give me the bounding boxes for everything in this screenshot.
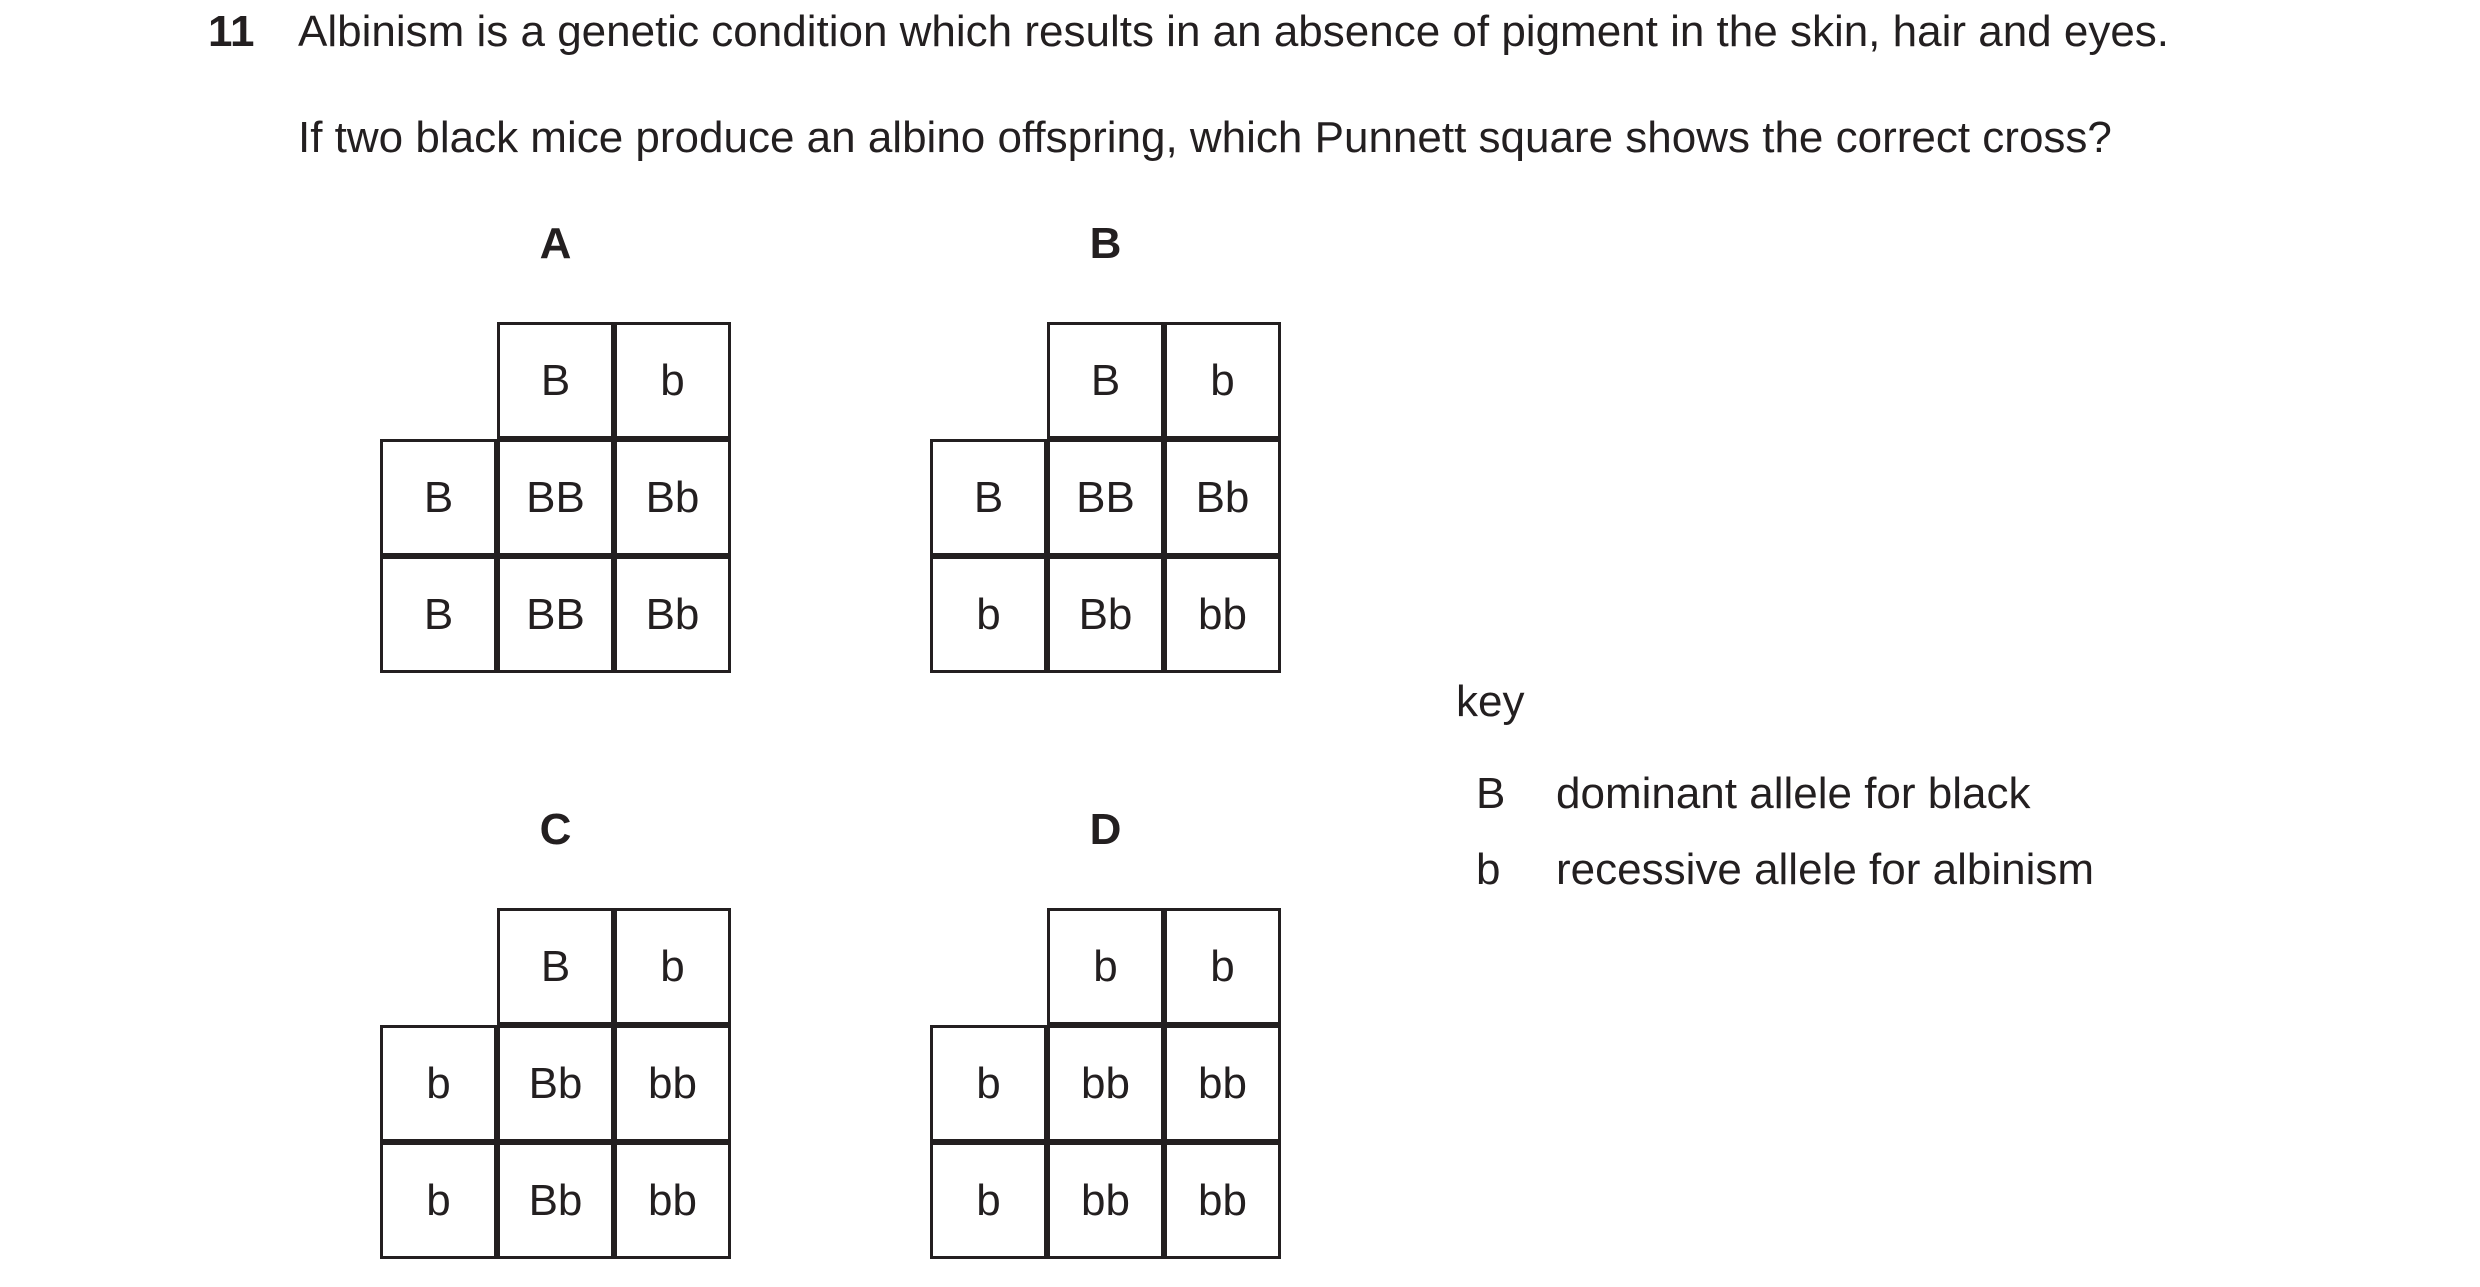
offspring-cell: Bb: [497, 1025, 614, 1142]
row-header-1: b: [930, 1025, 1047, 1142]
offspring-cell: BB: [497, 439, 614, 556]
punnett-square-c[interactable]: B b b b Bb bb Bb bb: [380, 908, 731, 1259]
option-c-label[interactable]: C: [539, 805, 572, 854]
row-header-2: b: [930, 556, 1047, 673]
offspring-cell: BB: [497, 556, 614, 673]
key-title: key: [1456, 677, 1525, 726]
offspring-cell: BB: [1047, 439, 1164, 556]
punnett-square-a[interactable]: B b B B BB Bb BB Bb: [380, 322, 731, 673]
col-header-2: b: [1164, 322, 1281, 439]
offspring-cell: bb: [614, 1025, 731, 1142]
question-number: 11: [208, 7, 255, 56]
option-d-label[interactable]: D: [1089, 805, 1122, 854]
punnett-square-b[interactable]: B b B b BB Bb Bb bb: [930, 322, 1281, 673]
key-meaning: dominant allele for black: [1556, 769, 2031, 818]
offspring-cell: bb: [1047, 1142, 1164, 1259]
punnett-corner-blank: [930, 322, 1047, 439]
col-header-1: B: [1047, 322, 1164, 439]
col-header-2: b: [1164, 908, 1281, 1025]
offspring-cell: Bb: [497, 1142, 614, 1259]
row-header-1: b: [380, 1025, 497, 1142]
offspring-cell: bb: [1164, 556, 1281, 673]
row-header-1: B: [380, 439, 497, 556]
col-header-2: b: [614, 908, 731, 1025]
row-header-2: B: [380, 556, 497, 673]
col-header-2: b: [614, 322, 731, 439]
offspring-cell: bb: [614, 1142, 731, 1259]
question-text-line-2: If two black mice produce an albino offs…: [298, 113, 2112, 162]
option-b-label[interactable]: B: [1089, 219, 1122, 268]
row-header-2: b: [930, 1142, 1047, 1259]
offspring-cell: Bb: [614, 439, 731, 556]
key-meaning: recessive allele for albinism: [1556, 845, 2094, 894]
offspring-cell: bb: [1047, 1025, 1164, 1142]
offspring-cell: Bb: [614, 556, 731, 673]
offspring-cell: Bb: [1164, 439, 1281, 556]
offspring-cell: bb: [1164, 1025, 1281, 1142]
punnett-corner-blank: [930, 908, 1047, 1025]
key-entry-recessive: b recessive allele for albinism: [1476, 840, 2094, 900]
key-symbol: b: [1476, 845, 1501, 894]
option-a-label[interactable]: A: [539, 219, 572, 268]
row-header-2: b: [380, 1142, 497, 1259]
col-header-1: b: [1047, 908, 1164, 1025]
punnett-corner-blank: [380, 908, 497, 1025]
col-header-1: B: [497, 908, 614, 1025]
key-symbol: B: [1476, 769, 1506, 818]
row-header-1: B: [930, 439, 1047, 556]
question-text-line-1: Albinism is a genetic condition which re…: [298, 7, 2170, 56]
punnett-corner-blank: [380, 322, 497, 439]
col-header-1: B: [497, 322, 614, 439]
offspring-cell: bb: [1164, 1142, 1281, 1259]
offspring-cell: Bb: [1047, 556, 1164, 673]
punnett-square-d[interactable]: b b b b bb bb bb bb: [930, 908, 1281, 1259]
